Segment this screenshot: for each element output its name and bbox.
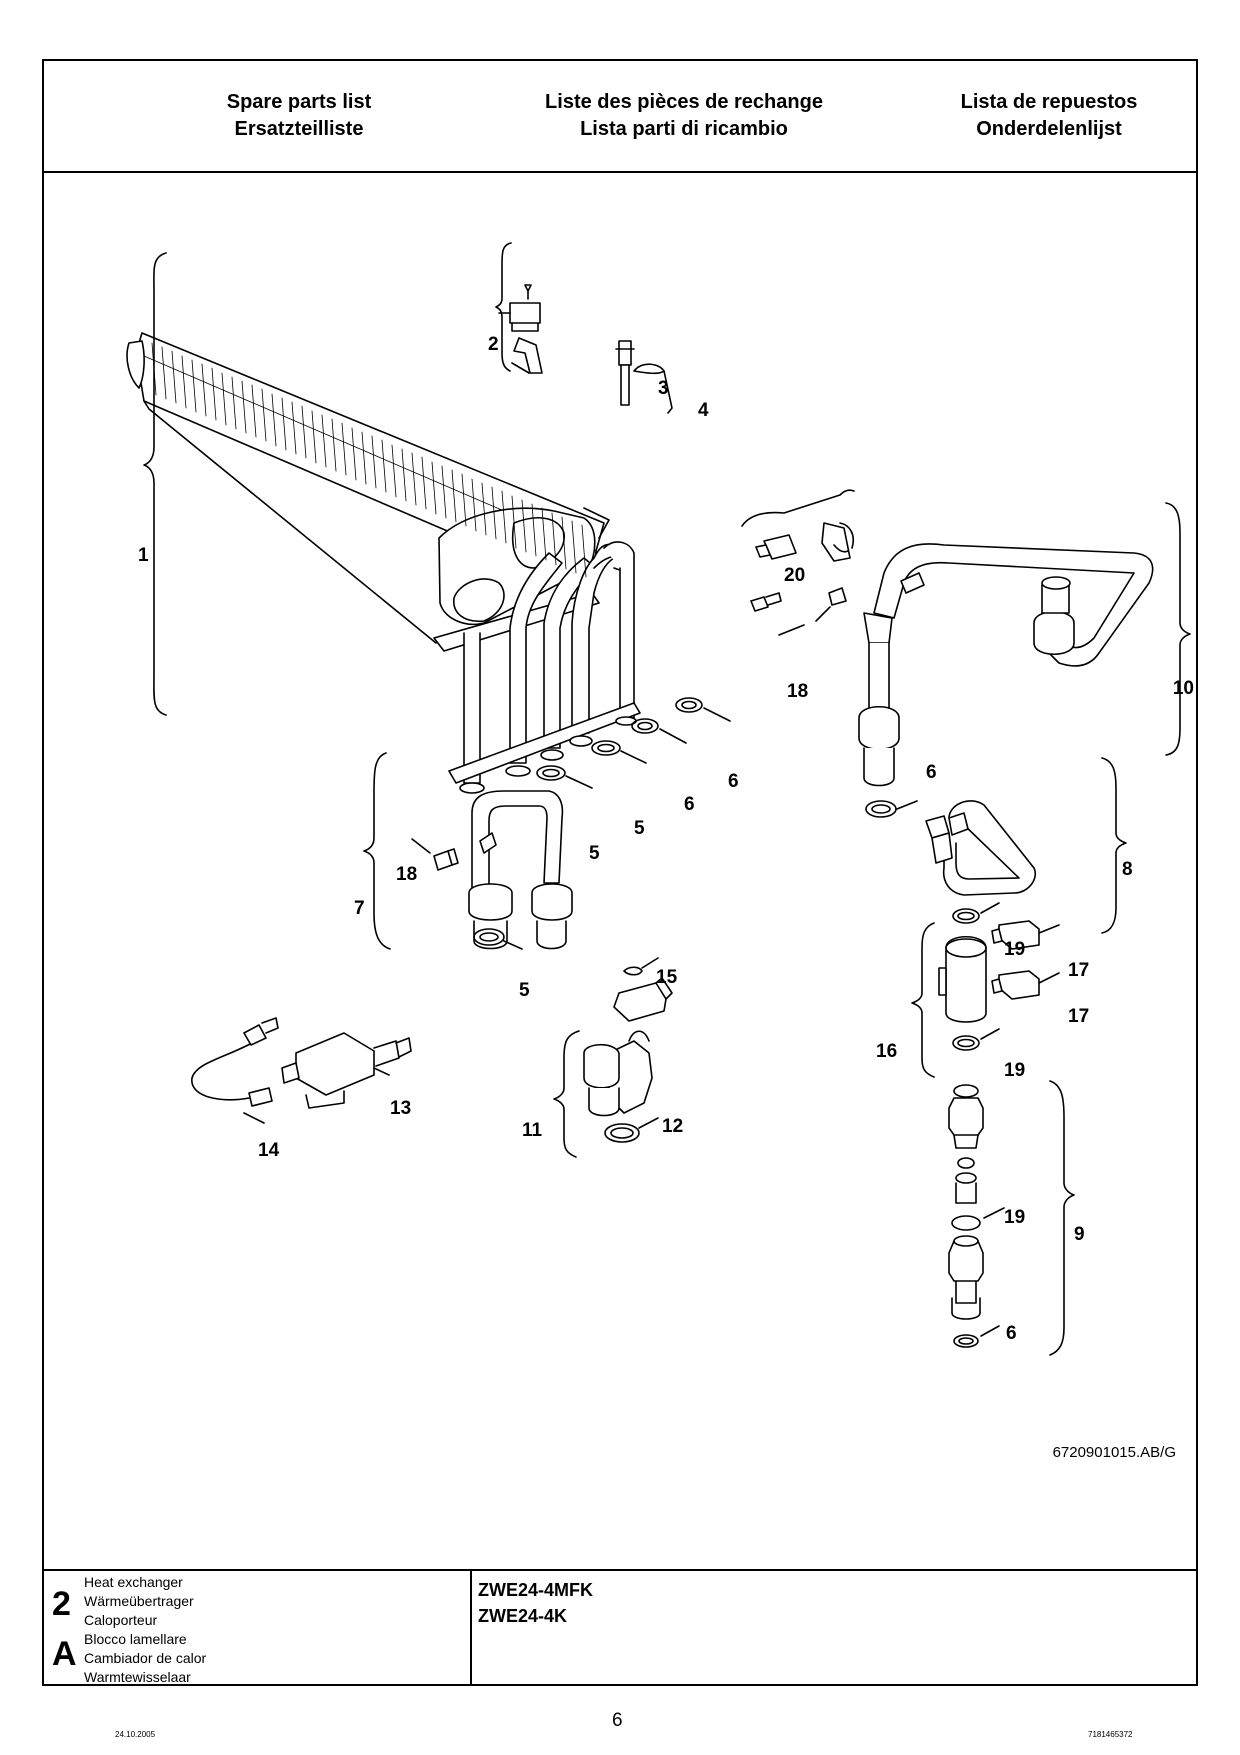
callout-4: 4 [698,400,709,421]
title-onderdelenlijst: Onderdelenlijst [976,118,1122,140]
section-number: 2 [52,1585,71,1623]
sensor-part-13 [281,1032,412,1109]
bracket-part-15 [613,966,673,1022]
model-1: ZWE24-4MFK [478,1580,594,1600]
callout-18-lower: 18 [396,864,417,885]
section-letter: A [52,1635,77,1673]
bracket-16 [911,922,935,1078]
callout-11: 11 [522,1120,543,1141]
callout-3: 3 [658,378,669,399]
title-lista-repuestos: Lista de repuestos [960,91,1138,113]
gasket-part-19-a [952,908,980,924]
desc-english: Heat exchanger [84,1574,183,1590]
title-spanish-dutch: Lista de repuestos Onderdelenlijst [894,89,1204,143]
desc-spanish: Cambiador de calor [84,1650,207,1666]
valve-part-11 [583,1030,653,1117]
document-code: 7181465372 [1088,1730,1133,1739]
plug-part-18-lower [433,848,459,871]
valve-part-20 [755,522,855,562]
callout-17-a: 17 [1068,960,1089,981]
heat-exchanger-fins [151,342,587,578]
callout-5-b: 5 [589,843,600,864]
callout-2: 2 [488,334,499,355]
bracket-10 [1165,502,1191,756]
page-number: 6 [612,1710,623,1731]
footer-info-block: 2 A Heat exchanger Wärmeübertrager Calop… [44,1569,1196,1686]
callout-19-a: 19 [1004,939,1025,960]
bracket-2 [495,242,512,372]
cable-part-14 [191,1017,279,1107]
callout-10: 10 [1173,678,1194,699]
pipe-part-8 [925,800,1036,896]
callout-6-a: 6 [728,771,739,792]
gaskets-set [536,697,897,818]
title-french-italian: Liste des pièces de rechange Lista parti… [484,89,884,143]
callout-13: 13 [390,1098,411,1119]
valve-body-part-16 [938,936,987,1023]
gasket-part-19-b [952,1035,980,1051]
exploded-view-drawing: 1 2 3 4 20 10 18 6 6 6 5 5 7 18 5 8 19 1… [126,242,1194,1356]
callout-18-upper: 18 [787,681,808,702]
title-spare-parts-list: Spare parts list [226,91,372,113]
callout-5-c: 5 [519,980,530,1001]
heat-exchanger-part [126,332,641,794]
clip-part-4 [633,363,673,414]
clip-part-17-a [991,920,1040,950]
fitting-part-9 [948,1084,984,1348]
callout-6-d: 6 [1006,1323,1017,1344]
model-list: ZWE24-4MFK ZWE24-4K [478,1577,593,1629]
callout-8: 8 [1122,859,1133,880]
model-2: ZWE24-4K [478,1606,568,1626]
title-header: Spare parts list Ersatzteilliste Liste d… [44,61,1196,173]
page-frame: Spare parts list Ersatzteilliste Liste d… [42,59,1198,1686]
bracket-8 [1101,757,1127,934]
gasket-part-12 [604,1123,640,1143]
bracket-9 [1049,1080,1075,1356]
callout-16: 16 [876,1041,897,1062]
gasket-part-5-lower [473,928,505,946]
section-info: 2 A Heat exchanger Wärmeübertrager Calop… [44,1571,472,1686]
callout-6-c: 6 [926,762,937,783]
pipe-part-7 [468,790,573,950]
section-descriptions: Heat exchanger Wärmeübertrager Caloporte… [84,1573,206,1687]
desc-dutch: Warmtewisselaar [84,1669,191,1685]
title-lista-parti: Lista parti di ricambio [580,118,788,140]
callout-1: 1 [138,545,149,566]
callout-19-b: 19 [1004,1060,1025,1081]
screw-part-18 [750,592,782,612]
callout-7: 7 [354,898,365,919]
bracket-20 [741,489,855,527]
sensor-part-2 [498,284,543,374]
bracket-7 [363,752,391,950]
plug-part-18 [828,587,847,606]
page-date: 24.10.2005 [115,1730,156,1739]
bracket-1 [143,252,167,716]
callout-6-b: 6 [684,794,695,815]
callout-15: 15 [656,967,678,988]
title-ersatzteilliste: Ersatzteilliste [234,118,364,140]
title-english-german: Spare parts list Ersatzteilliste [144,89,454,143]
pipe-part-10 [858,543,1154,787]
callout-12: 12 [662,1116,683,1137]
bracket-11 [553,1030,580,1158]
clip-part-17-b [991,970,1040,1000]
title-liste-pieces: Liste des pièces de rechange [545,91,823,113]
callout-5-a: 5 [634,818,645,839]
callout-19-c: 19 [1004,1207,1025,1228]
callout-17-b: 17 [1068,1006,1089,1027]
callout-14: 14 [258,1140,280,1161]
desc-italian: Blocco lamellare [84,1631,187,1647]
callout-20: 20 [784,565,805,586]
sensor-part-3 [615,340,635,406]
desc-german: Wärmeübertrager [84,1593,194,1609]
callout-9: 9 [1074,1224,1085,1245]
drawing-reference: 6720901015.AB/G [1052,1444,1176,1461]
desc-french: Caloporteur [84,1612,158,1628]
